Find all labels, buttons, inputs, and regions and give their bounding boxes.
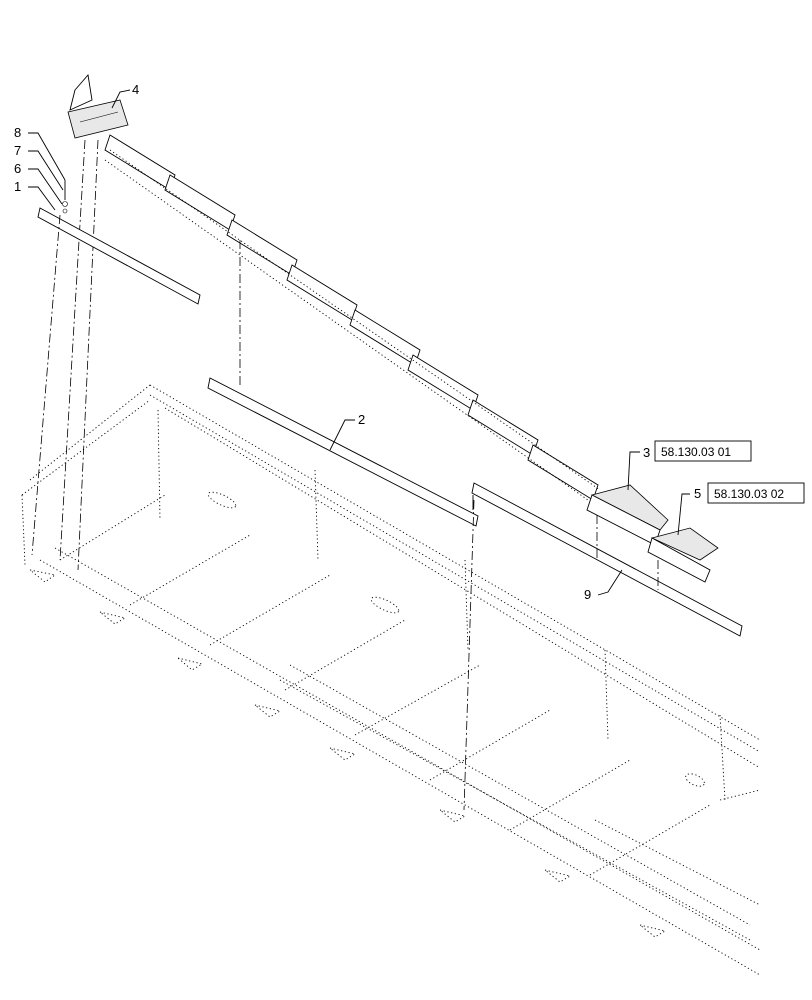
- cover-part-5: [647, 527, 719, 590]
- ref-box-5: [707, 482, 805, 504]
- callout-3: 3: [643, 445, 650, 460]
- callout-1: 1: [14, 179, 21, 194]
- header-frame: [21, 384, 761, 976]
- callout-2: 2: [358, 412, 365, 427]
- hardware-stack: [62, 180, 474, 510]
- callout-9: 9: [584, 587, 591, 602]
- ref-5: 58.130.03 02: [714, 487, 784, 501]
- callout-5: 5: [694, 486, 701, 501]
- callout-4: 4: [132, 82, 139, 97]
- callout-8: 8: [14, 125, 21, 140]
- leader-lines: [28, 89, 690, 596]
- strip-part-1: [31, 207, 201, 556]
- cover-panel-chain: [104, 134, 601, 506]
- callout-7: 7: [14, 143, 21, 158]
- ref-box-3: [654, 440, 752, 462]
- strip-part-2: [207, 240, 479, 811]
- callout-6: 6: [14, 161, 21, 176]
- callout-labels: 4 8 7 6 1 2 3 5 9 58.130.03 01 58.130.03…: [14, 82, 805, 602]
- end-cover-part-4: [59, 73, 129, 571]
- ref-3: 58.130.03 01: [661, 445, 731, 459]
- strip-part-9: [471, 482, 743, 637]
